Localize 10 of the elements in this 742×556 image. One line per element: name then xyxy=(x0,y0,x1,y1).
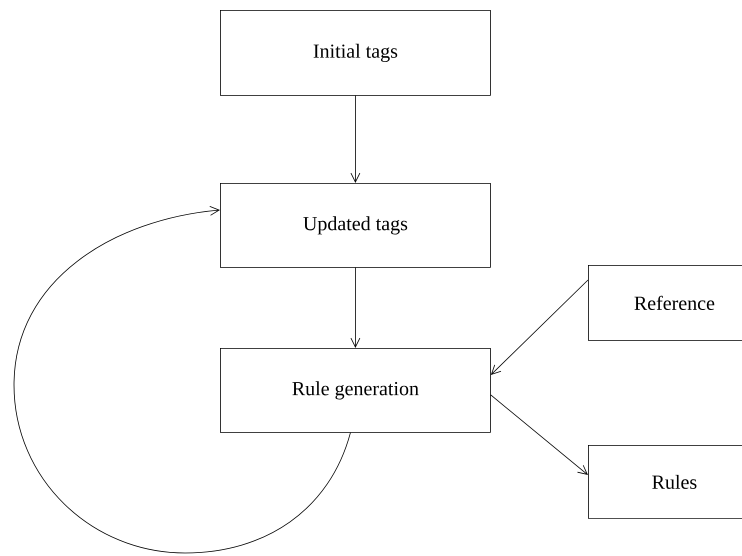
arrow xyxy=(14,206,351,554)
arrow xyxy=(490,394,588,475)
arrow xyxy=(490,280,588,375)
arrow xyxy=(350,95,360,183)
arrow xyxy=(350,267,360,348)
process-box: Rules xyxy=(588,445,742,519)
process-box: Rule generation xyxy=(220,348,491,433)
process-box: Reference xyxy=(588,265,742,341)
process-box: Initial tags xyxy=(220,10,491,96)
process-box: Updated tags xyxy=(220,183,491,268)
